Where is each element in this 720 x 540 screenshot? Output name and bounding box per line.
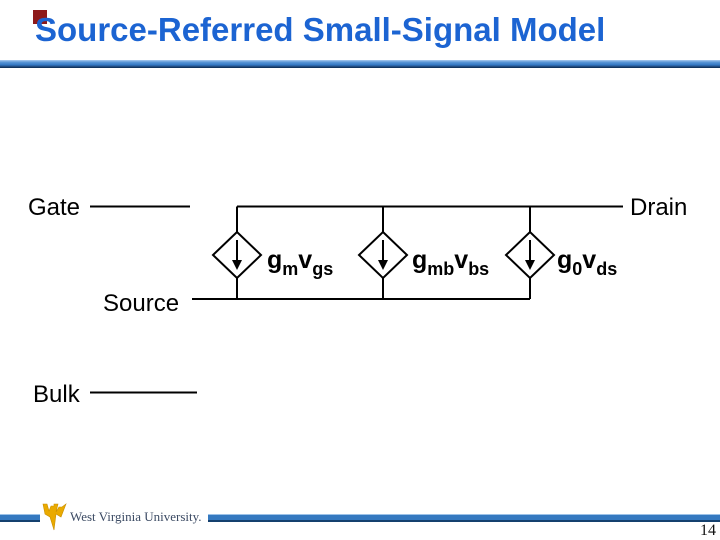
gate-terminal-label: Gate xyxy=(28,194,80,221)
gmb-vbs-label: gmbvbs xyxy=(412,246,489,279)
flying-wv-icon xyxy=(42,503,67,531)
page-number: 14 xyxy=(700,522,716,539)
down-arrow-head-icon xyxy=(525,260,535,270)
down-arrow-head-icon xyxy=(378,260,388,270)
down-arrow-head-icon xyxy=(232,260,242,270)
current-source-gm xyxy=(211,230,263,280)
bulk-terminal-label: Bulk xyxy=(33,381,81,408)
slide-title: Source-Referred Small-Signal Model xyxy=(35,11,606,48)
current-source-gmb xyxy=(357,230,409,280)
footer-university-name: West Virginia University. xyxy=(70,509,202,524)
g0-vds-label: g0vds xyxy=(557,246,617,279)
current-source-g0 xyxy=(504,230,556,280)
drain-terminal-label: Drain xyxy=(630,194,687,221)
circuit-diagram: Gate Drain Source Bulk gmvgs gmbvbs g0vd… xyxy=(28,194,687,408)
source-terminal-label: Source xyxy=(103,290,179,317)
wvu-logo: West Virginia University. xyxy=(40,501,208,533)
title-divider xyxy=(0,60,720,68)
gm-vgs-label: gmvgs xyxy=(267,246,333,279)
footer-bar xyxy=(0,514,720,522)
red-accent-square xyxy=(33,10,47,24)
